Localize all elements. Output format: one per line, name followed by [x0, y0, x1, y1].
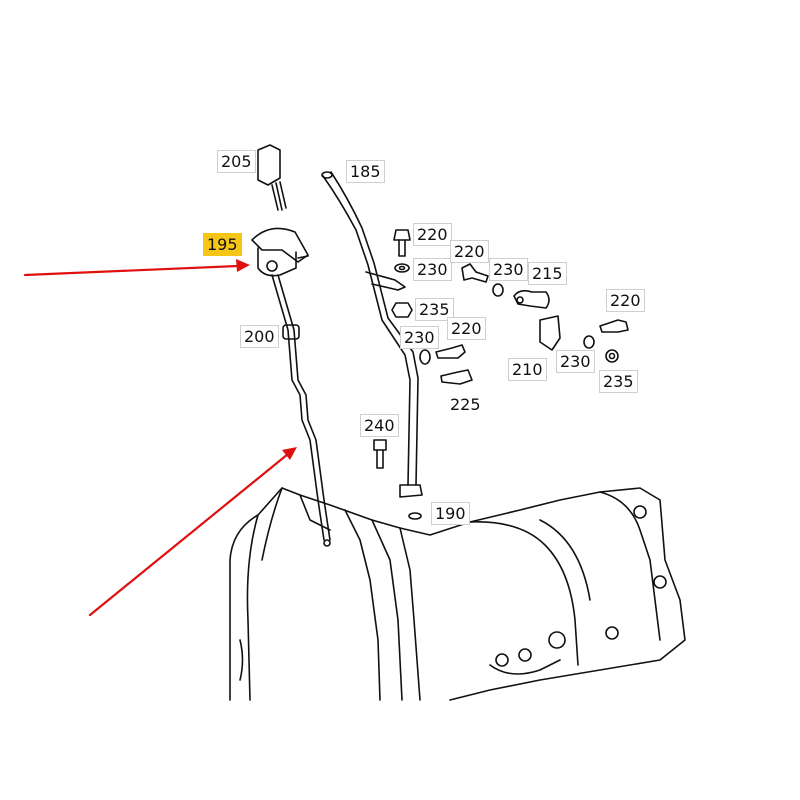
callout-220[interactable]: 220 — [447, 317, 486, 340]
callout-210[interactable]: 210 — [508, 358, 547, 381]
hardware — [373, 229, 629, 469]
arrow-head-icon — [236, 259, 250, 272]
transmission-housing — [229, 487, 686, 701]
arrow-to-200 — [88, 452, 290, 617]
callout-230[interactable]: 230 — [413, 258, 452, 281]
callout-195-highlighted[interactable]: 195 — [203, 233, 242, 256]
callout-225[interactable]: 225 — [450, 395, 481, 414]
callout-215[interactable]: 215 — [528, 262, 567, 285]
callout-190[interactable]: 190 — [431, 502, 470, 525]
callout-230[interactable]: 230 — [556, 350, 595, 373]
arrow-to-195 — [23, 264, 240, 277]
dipstick — [271, 274, 331, 547]
callout-220[interactable]: 220 — [413, 223, 452, 246]
callout-230[interactable]: 230 — [400, 326, 439, 349]
callout-220[interactable]: 220 — [606, 289, 645, 312]
callout-205[interactable]: 205 — [217, 150, 256, 173]
callout-235[interactable]: 235 — [599, 370, 638, 393]
connector — [257, 144, 287, 211]
callout-235[interactable]: 235 — [415, 298, 454, 321]
pointer-arrows — [23, 259, 297, 617]
callout-220[interactable]: 220 — [450, 240, 489, 263]
callout-185[interactable]: 185 — [346, 160, 385, 183]
arrow-head-icon — [282, 447, 297, 460]
callout-240[interactable]: 240 — [360, 414, 399, 437]
dipstick-tube — [321, 171, 423, 520]
callout-200[interactable]: 200 — [240, 325, 279, 348]
dipstick-handle — [251, 227, 309, 277]
callout-230[interactable]: 230 — [489, 258, 528, 281]
